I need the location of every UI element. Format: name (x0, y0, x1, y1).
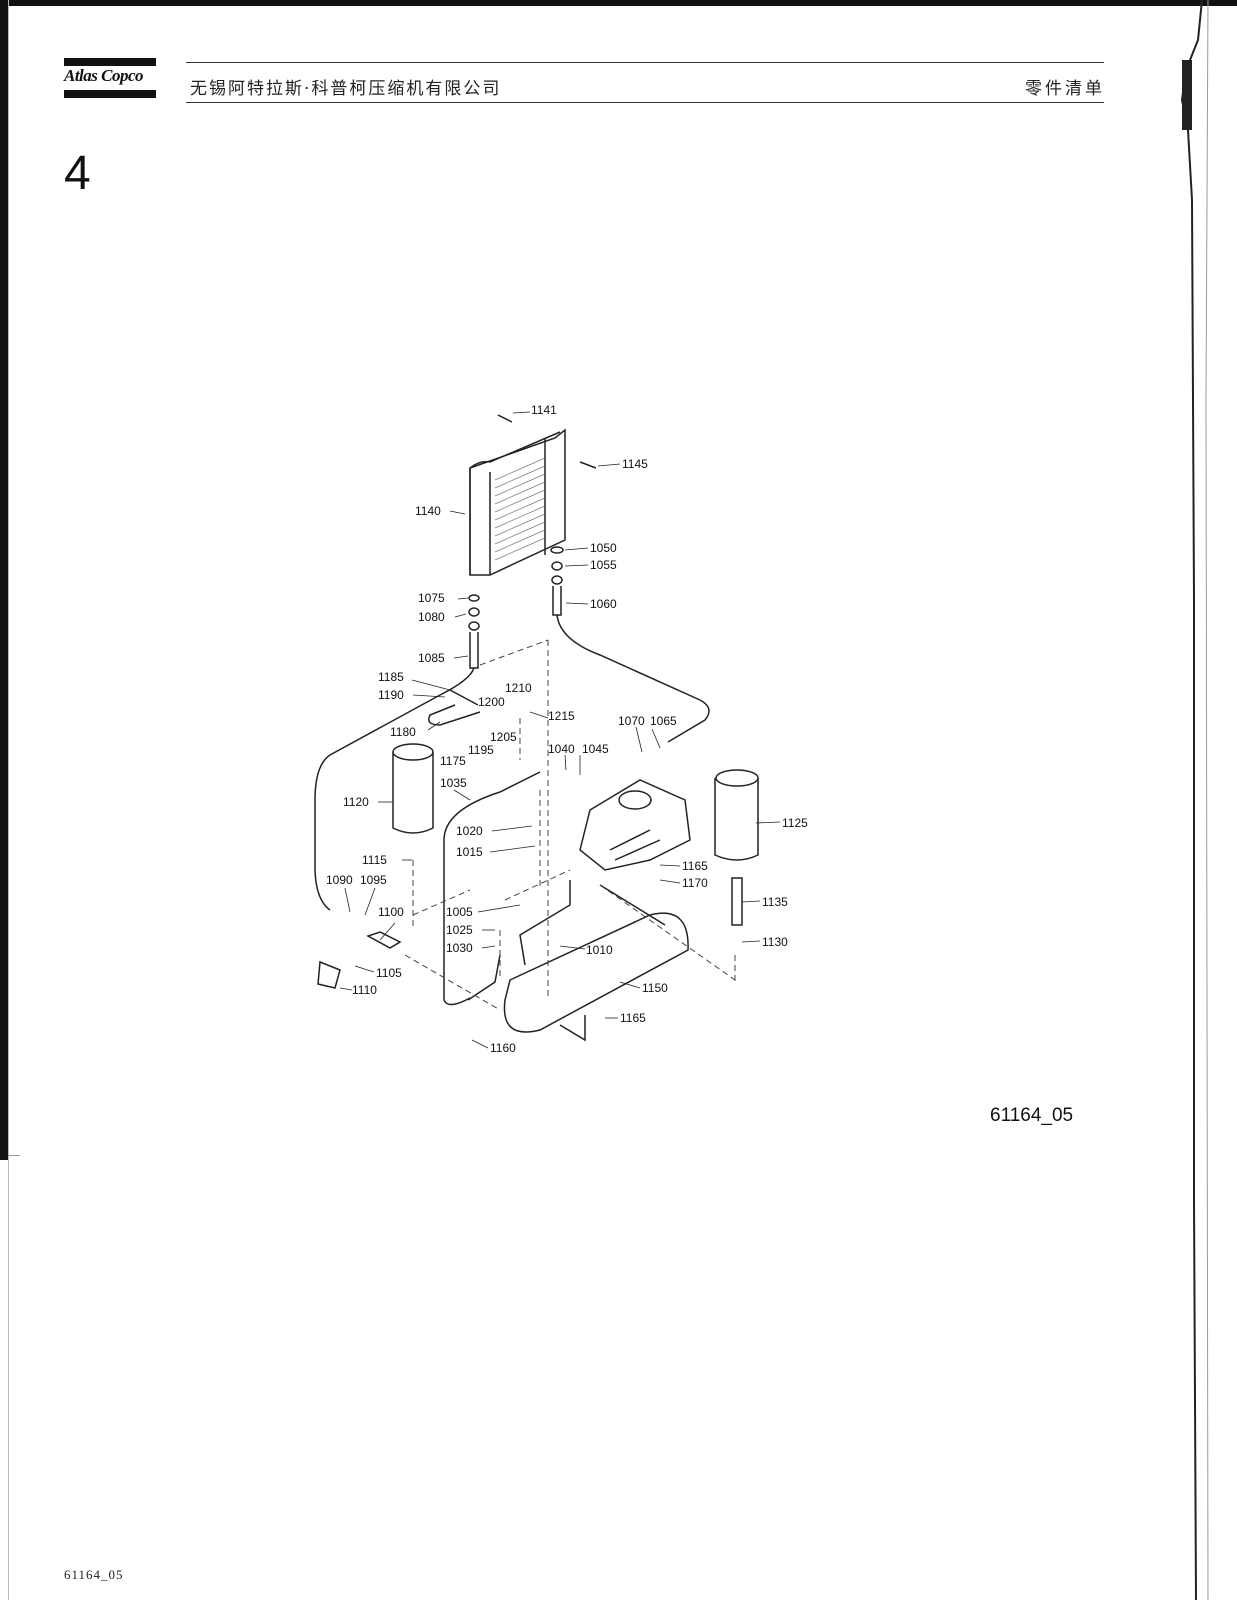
fittings-left (468, 594, 480, 669)
callout-1205: 1205 (490, 730, 517, 744)
callout-1195: 1195 (468, 743, 494, 757)
callout-1040: 1040 (548, 742, 575, 756)
callout-1045: 1045 (582, 742, 609, 756)
company-name: 无锡阿特拉斯·科普柯压缩机有限公司 (190, 79, 502, 99)
callout-1130: 1130 (762, 935, 788, 949)
exploded-parts-diagram: 1141 1145 1140 1050 1055 1060 1075 1080 … (314, 403, 808, 1055)
callout-1100: 1100 (378, 905, 404, 919)
logo-bar-top (64, 58, 156, 66)
callout-1160: 1160 (490, 1041, 516, 1055)
scan-edge-top (0, 0, 1237, 6)
callout-1050: 1050 (590, 541, 617, 555)
hose-1030 (467, 954, 501, 1001)
callout-1165-b: 1165 (620, 1011, 646, 1025)
callout-1210: 1210 (505, 681, 532, 695)
atlas-copco-logo: Atlas Copco (64, 66, 144, 85)
hose-1060 (556, 614, 710, 743)
callout-1140: 1140 (415, 504, 441, 518)
callout-1035: 1035 (440, 776, 467, 790)
callout-1080: 1080 (418, 610, 445, 624)
scan-edge-right (1180, 0, 1209, 1600)
callout-1170: 1170 (682, 876, 708, 890)
oil-filter-1120 (392, 743, 434, 834)
callout-1010: 1010 (586, 943, 613, 957)
callout-1215: 1215 (548, 709, 575, 723)
tube-1180 (428, 689, 481, 726)
callout-1070: 1070 (618, 714, 645, 728)
callout-1085: 1085 (418, 651, 445, 665)
logo-bar-bottom (64, 90, 156, 98)
oil-separator-1125 (714, 769, 759, 861)
scan-edge-left-thin (8, 0, 9, 1600)
fittings-right (550, 546, 564, 616)
callout-1065: 1065 (650, 714, 677, 728)
scan-edge-left (0, 0, 8, 1160)
hose-1085 (314, 667, 475, 911)
callout-1200: 1200 (478, 695, 505, 709)
callout-1020: 1020 (456, 824, 483, 838)
callout-1150: 1150 (642, 981, 668, 995)
document-type: 零件清单 (1025, 79, 1105, 99)
callout-1095: 1095 (360, 873, 387, 887)
callout-1060: 1060 (590, 597, 617, 611)
callout-1115: 1115 (362, 853, 387, 867)
oil-cooler (469, 414, 597, 576)
callout-1190: 1190 (378, 688, 404, 702)
callout-1105: 1105 (376, 966, 402, 980)
receiver-tank-1150 (503, 880, 689, 1042)
fitting-1110 (317, 960, 341, 989)
callout-1180: 1180 (390, 725, 416, 739)
callout-1125: 1125 (782, 816, 808, 830)
callout-1110: 1110 (352, 983, 377, 997)
pipe-1135 (731, 877, 743, 926)
figure-id: 61164_05 (990, 1105, 1074, 1126)
callout-1015: 1015 (456, 845, 483, 859)
callout-1165-a: 1165 (682, 859, 708, 873)
footer-id: 61164_05 (64, 1567, 124, 1582)
callout-1175: 1175 (440, 754, 466, 768)
callout-1025: 1025 (446, 923, 473, 937)
valve-1100 (366, 931, 402, 949)
callout-1005: 1005 (446, 905, 473, 919)
callout-1145: 1145 (622, 457, 648, 471)
compressor-element (579, 779, 691, 871)
callout-1090: 1090 (326, 873, 353, 887)
scan-mark (8, 1155, 20, 1156)
callout-1141: 1141 (531, 403, 557, 417)
section-number: 4 (64, 147, 91, 200)
header-rule-bottom (186, 102, 1104, 103)
callout-1120: 1120 (343, 795, 369, 809)
callout-1135: 1135 (762, 895, 788, 909)
hose-1035 (443, 771, 541, 1006)
callout-1185: 1185 (378, 670, 404, 684)
callout-1055: 1055 (590, 558, 617, 572)
header-rule-top (186, 62, 1104, 63)
callout-1030: 1030 (446, 941, 473, 955)
callout-1075: 1075 (418, 591, 445, 605)
